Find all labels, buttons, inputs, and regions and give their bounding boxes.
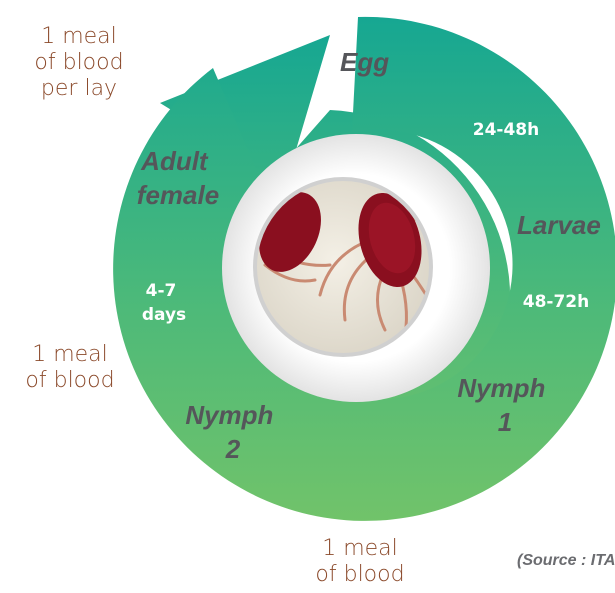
note-per-lay-line-1: 1 meal (14, 24, 144, 50)
stage-larvae: Larvae (517, 210, 601, 240)
note-per-lay: 1 meal of blood per lay (14, 24, 144, 102)
note-bottom-line-2: of blood (300, 562, 420, 588)
note-bottom-line-1: 1 meal (300, 536, 420, 562)
note-left: 1 meal of blood (10, 342, 130, 394)
stage-nymph-1-word: Nymph (457, 373, 545, 403)
duration-nymph-adult-text-line-2: days (142, 305, 186, 325)
stage-adult-female-word-line-2: female (137, 180, 219, 210)
stage-adult-female-word: Adult (140, 146, 209, 176)
stage-egg: Egg (340, 47, 389, 77)
stage-nymph-2-word-line-2: 2 (225, 434, 241, 464)
stage-nymph-1-word-line-2: 1 (498, 407, 512, 437)
duration-egg-larvae: 24-48h (473, 120, 539, 140)
note-left-line-2: of blood (10, 368, 130, 394)
note-left-line-1: 1 meal (10, 342, 130, 368)
source-credit: (Source : ITAVI) (517, 552, 615, 570)
note-bottom: 1 meal of blood (300, 536, 420, 588)
note-per-lay-line-2: of blood (14, 50, 144, 76)
note-per-lay-line-3: per lay (14, 76, 144, 102)
stage-nymph-2-word: Nymph (185, 400, 273, 430)
duration-nymph-adult-text: 4-7 (146, 281, 177, 301)
duration-larvae-nymph: 48-72h (523, 292, 589, 312)
